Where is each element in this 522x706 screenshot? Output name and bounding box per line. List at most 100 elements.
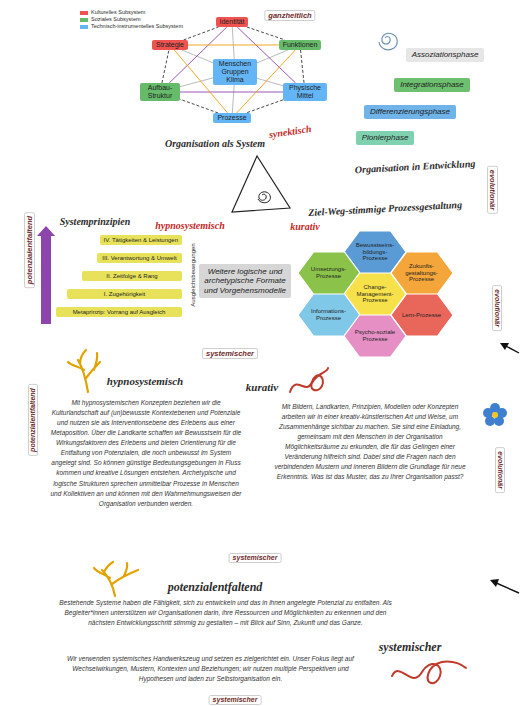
phase-band: Assoziationsphase: [406, 48, 485, 61]
text-slot: kurativ: [246, 377, 278, 395]
sheet-tab: systemischer: [229, 553, 282, 563]
principle-name: Metaprinzip: Vorrang auf Ausgleich: [73, 309, 166, 316]
principle-bar: I. Zugehörigkeit: [67, 289, 182, 300]
principle-arrow: [37, 226, 55, 324]
text-slot: potenzialentfaltend: [21, 384, 39, 456]
label-slot: hypnosystemisch: [155, 215, 224, 233]
element-name: Menschen Gruppen Klima: [217, 60, 253, 84]
format-box: Weitere logische und archetypische Forma…: [199, 264, 291, 298]
label-slot: Ziel-Weg-stimmige Prozessgestaltung: [308, 194, 463, 220]
label-slot: Ausgleichsbewegungen: [181, 243, 199, 306]
phase-name: Pionierphase: [362, 133, 409, 142]
text-slot: Wir verwenden systemisches Handwerkszeug…: [58, 654, 363, 684]
section-heading: systemischer: [379, 640, 442, 654]
label-slot: Organisation in Entwicklung: [354, 153, 475, 177]
text-slot: systemischer: [379, 637, 442, 655]
element-box: Identität: [216, 17, 249, 27]
text-slot: systemischer: [209, 688, 262, 706]
principle-bar: III. Verantwortung & Umwelt: [97, 253, 182, 264]
legend-swatch: [80, 25, 88, 29]
text-slot: hypnosystemisch: [107, 371, 183, 389]
legend-swatch: [80, 11, 88, 15]
axis-label: Ausgleichsbewegungen: [190, 243, 197, 306]
blue-flower: [483, 403, 507, 426]
relation-line: [232, 27, 234, 59]
relation-line: [246, 100, 283, 113]
body-text: Mit hypnosystemischen Konzepten beziehen…: [48, 398, 244, 509]
legend-text: Technisch-instrumentelles Subsystem: [91, 23, 183, 30]
element-name: Strategie: [156, 41, 184, 49]
relation-line: [301, 50, 305, 83]
phase-name: Assoziationsphase: [412, 50, 479, 59]
process-name: Psycho-soziale Prozesse: [351, 329, 399, 343]
diagram-heading: Organisation in Entwicklung: [355, 158, 476, 176]
process-name: Umsetzungs-Prozesse: [305, 266, 353, 280]
element-box: Strategie: [152, 40, 188, 50]
element-name: Prozesse: [217, 114, 246, 122]
diagram-heading: Ziel-Weg-stimmige Prozessgestaltung: [308, 199, 462, 219]
pointer-arrow: [490, 343, 519, 593]
format-text: Weitere logische und archetypische Forma…: [202, 267, 288, 295]
text-slot: Bestehende Systeme haben die Fähigkeit, …: [58, 598, 393, 628]
label-slot: kurativ: [290, 216, 319, 234]
text-slot: evolutionär: [491, 285, 509, 331]
legend-row: Technisch-instrumentelles Subsystem: [80, 23, 183, 30]
text-slot: potenzialentfaltend: [168, 577, 263, 595]
section-heading: hypnosystemisch: [107, 375, 183, 388]
relation-line: [257, 78, 283, 85]
element-name: Physische Mittel: [287, 84, 323, 100]
triangle-spiral: [232, 156, 290, 212]
text-slot: potenzialentfaltend: [18, 212, 36, 288]
text-slot: Mit Bildern, Landkarten, Prinzipien, Mod…: [272, 402, 468, 483]
phase-scribble: [379, 33, 397, 49]
sheet-page: IdentitätStrategie FunktionenMenschen Gru…: [22, 4, 500, 372]
phase-band: Pionierphase: [356, 131, 415, 144]
body-text: Mit Bildern, Landkarten, Prinzipien, Mod…: [272, 402, 468, 483]
sheet-tab: evolutionär: [492, 285, 502, 331]
diagram-heading: Organisation als System: [165, 138, 265, 150]
approach-word: hypnosystemisch: [155, 220, 224, 232]
text-slot: evolutionär: [486, 166, 504, 214]
relation-line: [188, 44, 279, 45]
diagram-heading: Systemprinzipien: [60, 216, 131, 228]
label-slot: Organisation als System: [165, 133, 265, 151]
text-slot: evolutionär: [494, 447, 512, 493]
element-box: Funktionen: [279, 40, 322, 50]
legend-text: Kulturelles Subsystem: [91, 9, 145, 16]
process-name: Zukunfts-gestaltungs-Prozesse: [398, 263, 446, 284]
element-box: Prozesse: [213, 113, 250, 123]
element-name: Identität: [220, 18, 245, 26]
process-name: Informations-Prozesse: [305, 308, 353, 322]
text-slot: ganzheitlich: [264, 4, 315, 22]
body-text: Wir verwenden systemisches Handwerkszeug…: [58, 654, 363, 684]
relation-line: [180, 99, 218, 113]
relation-line: [162, 50, 169, 83]
legend-row: Kulturelles Subsystem: [80, 9, 183, 16]
approach-word: synektisch: [268, 123, 312, 141]
relation-line: [247, 27, 285, 40]
element-name: Aufbau-Struktur: [144, 84, 176, 100]
sheet-tab: evolutionär: [487, 166, 498, 214]
legend-text: Soziales Subsystem: [91, 16, 141, 23]
legend-row: Soziales Subsystem: [80, 16, 183, 23]
principle-name: III. Verantwortung & Umwelt: [102, 255, 176, 262]
label-slot: Systemprinzipien: [60, 211, 131, 229]
principle-name: II. Zeitfolge & Rang: [106, 273, 157, 280]
body-text: Bestehende Systeme haben die Fähigkeit, …: [58, 598, 393, 628]
relation-line: [180, 92, 283, 93]
phase-name: Differenzierungsphase: [370, 107, 450, 116]
section-heading: kurativ: [246, 381, 278, 394]
legend-swatch: [80, 18, 88, 22]
relation-line: [182, 50, 213, 63]
principle-bar: Metaprinzip: Vorrang auf Ausgleich: [56, 307, 182, 318]
element-box: Physische Mittel: [283, 83, 327, 101]
principle-bar: IV. Tätigkeiten & Leistungen: [100, 235, 182, 246]
relation-line: [184, 27, 219, 40]
sheet-tab: potenzialentfaltend: [24, 212, 35, 288]
relation-line: [232, 85, 234, 113]
sheet-tab: systemischer: [209, 695, 262, 705]
process-name: Change-Management-Prozesse: [351, 284, 399, 305]
legend: Kulturelles SubsystemSoziales SubsystemT…: [80, 9, 183, 30]
sheet-tab: potenzialentfaltend: [28, 384, 38, 456]
element-name: Funktionen: [283, 41, 318, 49]
